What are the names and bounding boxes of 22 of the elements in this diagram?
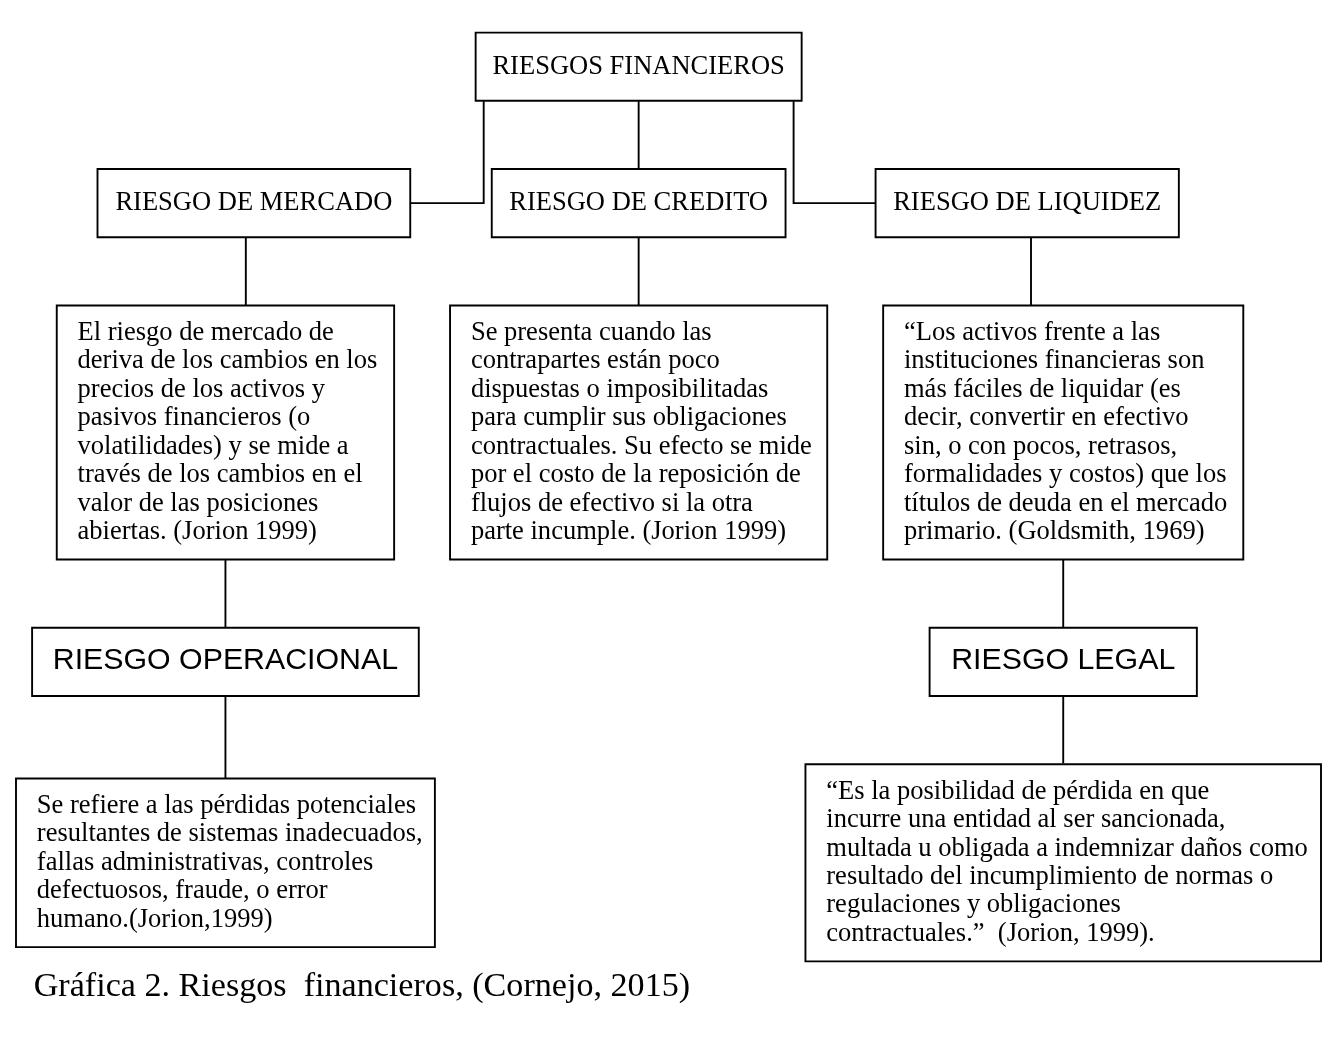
connector (244, 236, 247, 307)
connector (224, 695, 227, 780)
node-box: Se presenta cuando las contrapartes están poco dispuestas o imposibilitadas para cumplir sus obligaciones contractuales. Su efecto se mide por el costo de la reposición de flujos de efectivo si la otra parte incumple. (Jorion 1999) (449, 304, 829, 561)
connector (409, 100, 485, 205)
connector (224, 558, 227, 629)
node-box: RIESGO DE MERCADO (96, 168, 412, 239)
node-box: “Los activos frente a las instituciones financieras son más fáciles de liquidar (es decir, convertir en efectivo sin, o con pocos, retrasos, formalidades y costos) que los títulos de deuda en el mercado primario. (Goldsmith, 1969) (882, 304, 1245, 561)
node-box: RIESGO DE LIQUIDEZ (874, 168, 1180, 239)
node-box: El riesgo de mercado de deriva de los cambios en los precios de los activos y pasivos financieros (o volatilidades) y se mide a través de los cambios en el valor de las posiciones abiertas. (Jorion 1999) (55, 304, 396, 561)
connector (1062, 558, 1065, 629)
connector (637, 100, 640, 170)
node-box: RIESGOS FINANCIEROS (474, 31, 803, 102)
caption: Gráfica 2. Riesgos financieros, (Cornejo, 2015) (33, 966, 691, 1004)
node-box: RIESGO DE CREDITO (490, 168, 787, 239)
connector (1062, 695, 1065, 765)
connector (1030, 236, 1032, 307)
node-box: RIESGO OPERACIONAL (31, 626, 420, 697)
connector (637, 236, 640, 307)
node-box: Se refiere a las pérdidas potenciales resultantes de sistemas inadecuados, fallas administrativas, controles defectuosos, fraude, o error humano.(Jorion,1999) (15, 777, 436, 949)
node-box: RIESGO LEGAL (928, 626, 1198, 697)
node-box: “Es la posibilidad de pérdida en que incurre una entidad al ser sancionada, multada u obligada a indemnizar daños como resultado del incumplimiento de normas o regulaciones y obligaciones contractuales.” (Jorion, 1999). (804, 763, 1322, 963)
connector (792, 100, 877, 205)
